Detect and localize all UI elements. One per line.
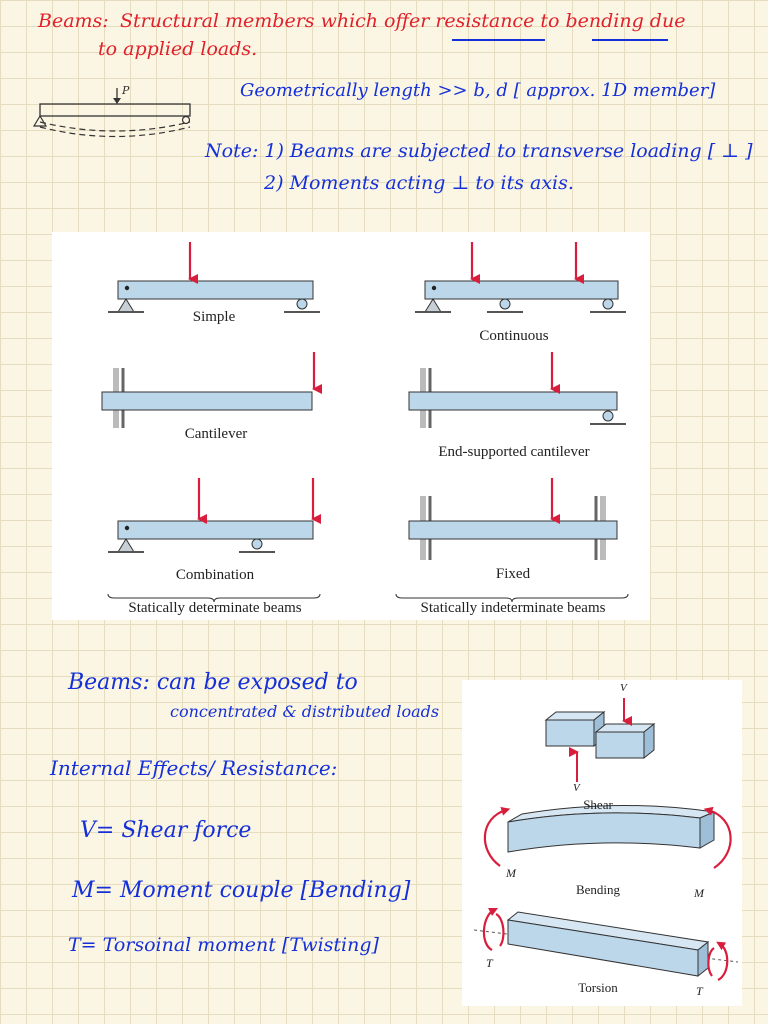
bending-m-right-label: M: [694, 886, 704, 900]
shear-blocks: [544, 698, 656, 782]
torsion-beam: [473, 907, 739, 981]
end-supported-cantilever-beam: [408, 352, 626, 428]
beams-definition-line-1: Structural members which offer resistanc…: [120, 10, 686, 32]
shear-v-top-label: V: [620, 682, 627, 694]
bending-label: Bending: [575, 882, 621, 897]
bending-beam: [483, 805, 732, 869]
note-moments: 2) Moments acting ⊥ to its axis.: [264, 172, 574, 194]
determinate-brace: [107, 593, 321, 603]
torsion-t-right-label: T: [696, 984, 703, 998]
simple-beam: [108, 242, 320, 313]
beams-exposed-note: Beams: can be exposed to: [68, 670, 358, 695]
combination-beam: [108, 478, 321, 553]
beams-heading: Beams:: [38, 10, 109, 32]
statically-determinate-label: Statically determinate beams: [128, 600, 302, 616]
load-p-label: P: [122, 84, 130, 97]
note-transverse-loading: Note: 1) Beams are subjected to transver…: [205, 140, 753, 162]
end-supported-cantilever-label: End-supported cantilever: [438, 444, 590, 460]
continuous-label: Continuous: [479, 328, 549, 344]
shear-label: Shear: [583, 797, 613, 812]
shear-force-note: V= Shear force: [80, 818, 252, 843]
combination-label: Combination: [175, 567, 255, 583]
geometry-note: Geometrically length >> b, d [ approx. 1…: [240, 80, 716, 101]
indeterminate-brace: [395, 593, 629, 603]
torsion-label: Torsion: [578, 980, 618, 995]
fixed-beam: [408, 478, 618, 560]
torsional-moment-note: T= Torsoinal moment [Twisting]: [68, 934, 379, 956]
internal-effects-heading: Internal Effects/ Resistance:: [50, 756, 338, 780]
cantilever-label: Cantilever: [184, 426, 248, 442]
fixed-label: Fixed: [495, 566, 531, 582]
moment-couple-note: M= Moment couple [Bending]: [72, 878, 411, 903]
continuous-beam: [415, 242, 626, 313]
simple-label: Simple: [192, 309, 236, 325]
bending-m-left-label: M: [506, 866, 516, 880]
shear-v-bottom-label: V: [573, 782, 580, 794]
beams-definition-line-2: to applied loads.: [98, 38, 258, 60]
statically-indeterminate-label: Statically indeterminate beams: [420, 600, 606, 616]
cantilever-beam: [101, 352, 322, 428]
concentrated-distributed-note: concentrated & distributed loads: [170, 702, 440, 721]
torsion-t-left-label: T: [486, 956, 493, 970]
